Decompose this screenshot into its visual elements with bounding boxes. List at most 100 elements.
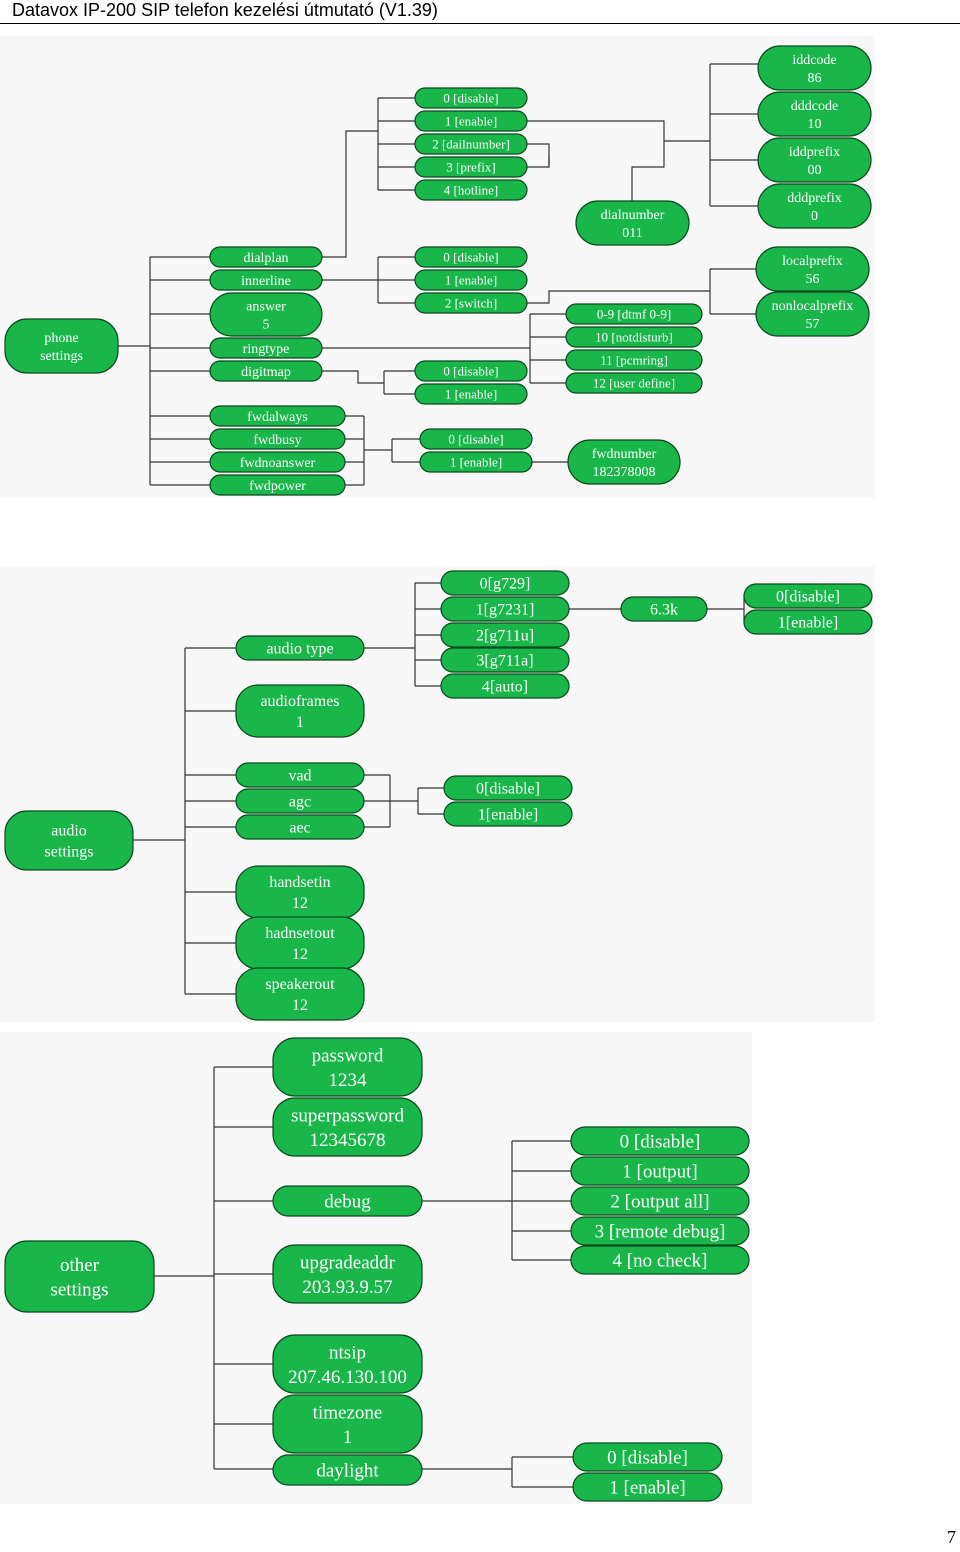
node-at-1: 1[g7231] [440, 596, 570, 622]
node-at-4: 4[auto] [440, 673, 570, 699]
node-vac-1: 1[enable] [443, 801, 573, 827]
node-label: ringtype [243, 342, 290, 357]
node-shape [414, 383, 528, 405]
node-label: audio type [266, 641, 333, 658]
node-rt-0: 0-9 [dtmf 0-9] [565, 303, 703, 325]
node-shape [757, 183, 872, 229]
node-il-2: 2 [switch] [414, 292, 528, 314]
node-label: digitmap [241, 365, 291, 380]
node-label: vad [288, 768, 311, 785]
connectors [118, 63, 758, 1488]
node-dialplan: dialplan [209, 246, 323, 268]
node-shape [414, 87, 528, 109]
node-vad: vad [235, 762, 365, 788]
node-innerline: innerline [209, 269, 323, 291]
node-label: 203.93.9.57 [302, 1277, 392, 1298]
node-label: speakerout [265, 976, 335, 993]
node-label: 4 [hotline] [444, 183, 499, 198]
node-debug: debug [272, 1185, 423, 1217]
node-label: 12345678 [310, 1130, 386, 1151]
node-label: 12 [292, 895, 308, 912]
connector-line [322, 130, 378, 258]
node-label: 0[disable] [776, 589, 840, 606]
node-fwdalways: fwdalways [209, 405, 346, 427]
node-label: 12 [user define] [593, 376, 675, 391]
node-label: password [312, 1045, 384, 1066]
node-shape [565, 372, 703, 394]
node-label: dialplan [243, 251, 288, 266]
node-label: iddprefix [789, 145, 840, 160]
node-label: 0 [disable] [443, 91, 498, 106]
node-shape [440, 622, 570, 648]
node-shape [414, 246, 528, 268]
node-label: 1 [enable] [445, 114, 497, 129]
header-rule [0, 23, 960, 24]
node-shape [414, 292, 528, 314]
node-rate-1: 1[enable] [743, 609, 873, 635]
node-label: 00 [808, 163, 822, 178]
node-dp-2: 2 [dailnumber] [414, 133, 528, 155]
node-il-1: 1 [enable] [414, 269, 528, 291]
node-label: 56 [806, 272, 820, 287]
node-db-0: 0 [disable] [570, 1126, 750, 1156]
node-label: agc [289, 794, 311, 811]
node-shape [209, 428, 346, 450]
connector-line [527, 143, 550, 168]
node-shape [565, 303, 703, 325]
node-speakerout: speakerout 12 [235, 967, 365, 1021]
node-shape [209, 246, 323, 268]
node-shape [272, 1037, 423, 1097]
node-shape [4, 1240, 155, 1313]
audio-panel [0, 566, 875, 1022]
node-label: 1 [enable] [450, 455, 502, 470]
node-il-0: 0 [disable] [414, 246, 528, 268]
node-label: 182378008 [593, 465, 656, 480]
node-label: 0 [disable] [443, 250, 498, 265]
node-shape [414, 269, 528, 291]
node-label: audio [51, 823, 87, 840]
node-db-3: 3 [remote debug] [570, 1216, 750, 1246]
node-shape [570, 1126, 750, 1156]
node-label: 1 [296, 714, 304, 731]
node-shape [272, 1394, 423, 1454]
node-shape [272, 1454, 423, 1486]
node-label: 1[enable] [478, 807, 538, 824]
node-label: 86 [808, 71, 822, 86]
node-shape [272, 1244, 423, 1304]
node-shape [235, 967, 365, 1021]
node-shape [235, 814, 365, 840]
connector-line [322, 370, 384, 384]
node-label: 1 [output] [622, 1162, 697, 1183]
node-shape [757, 45, 872, 91]
node-label: aec [289, 820, 310, 837]
page-header: Datavox IP-200 SIP telefon kezelési útmu… [12, 0, 438, 20]
node-label: 4 [no check] [613, 1251, 708, 1272]
node-rt-12: 12 [user define] [565, 372, 703, 394]
node-label: 0[g729] [480, 576, 531, 593]
node-audio-type: audio type [235, 635, 365, 661]
node-agc: agc [235, 788, 365, 814]
node-label: 0 [disable] [620, 1132, 701, 1153]
node-label: fwdalways [247, 410, 308, 425]
node-shape [209, 269, 323, 291]
node-aec: aec [235, 814, 365, 840]
node-label: 6.3k [650, 602, 678, 619]
node-label: handsetin [269, 874, 330, 891]
node-shape [570, 1245, 750, 1275]
node-iddprefix: iddprefix 00 [757, 137, 872, 183]
nodes: phonesettingsdialplaninnerlineanswer5rin… [4, 45, 873, 1502]
node-label: 12 [292, 997, 308, 1014]
node-db-4: 4 [no check] [570, 1245, 750, 1275]
node-at-2: 2[g711u] [440, 622, 570, 648]
node-label: ntsip [329, 1342, 366, 1363]
